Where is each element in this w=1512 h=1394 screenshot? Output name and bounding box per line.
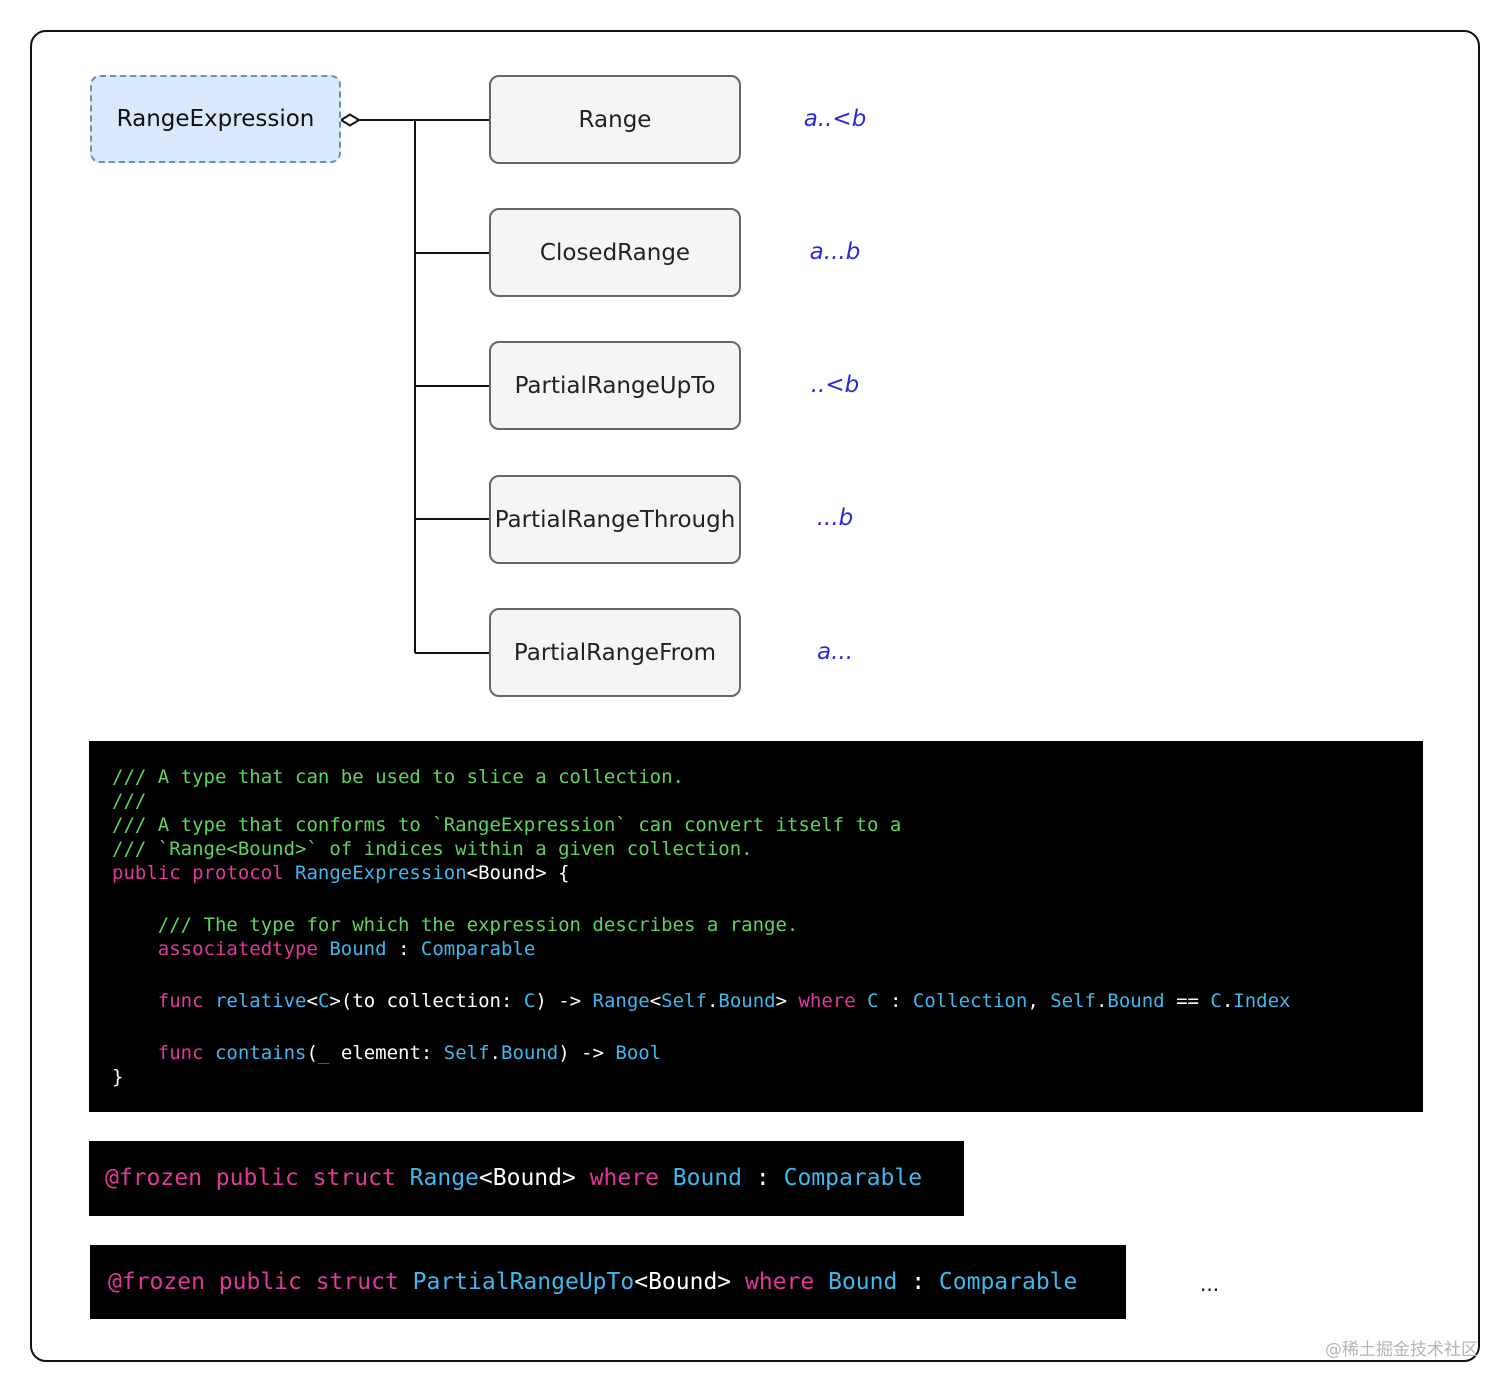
code-text: > (775, 990, 799, 1012)
code-func-relative: func relative<C>(to collection: C) -> Ra… (112, 989, 1423, 1013)
code-keyword: _ (317, 1042, 330, 1064)
syntax-partialrangeupto: ..<b (810, 372, 860, 398)
code-type: C (867, 990, 879, 1012)
node-partialrangeupto: PartialRangeUpTo (489, 341, 741, 430)
code-text: ) -> (558, 1042, 616, 1064)
code-type: Bool (615, 1042, 662, 1064)
code-type: Bound (1107, 990, 1165, 1012)
code-text: : (897, 1269, 939, 1295)
code-text: element: (329, 1042, 444, 1064)
code-text: : (386, 938, 421, 960)
code-closing-brace: } (112, 1066, 124, 1088)
code-block-rangeexpression: /// A type that can be used to slice a c… (89, 741, 1423, 1112)
code-type: Bound (828, 1269, 898, 1295)
code-type: Range (409, 1165, 479, 1191)
watermark: @稀土掘金技术社区 (1325, 1340, 1478, 1360)
node-partialrangethrough: PartialRangeThrough (489, 475, 741, 564)
code-text: <Bound> (478, 1165, 590, 1191)
code-keyword: @frozen public struct (105, 1165, 396, 1191)
code-text: : (878, 990, 913, 1012)
syntax-range: a..<b (803, 106, 867, 132)
code-protocol-declaration: public protocol RangeExpression<Bound> { (112, 861, 1423, 885)
code-text: ( (306, 1042, 318, 1064)
syntax-partialrangethrough: ...b (816, 505, 854, 531)
code-func-contains: func contains(_ element: Self.Bound) -> … (112, 1041, 1423, 1065)
more-ellipsis: ... (1200, 1272, 1220, 1296)
code-type: Bound (718, 990, 776, 1012)
code-comment: /// `Range<Bound>` of indices within a g… (112, 838, 753, 860)
code-text: < (306, 990, 318, 1012)
code-type: RangeExpression (295, 862, 467, 884)
code-keyword: func (112, 990, 204, 1012)
node-range: Range (489, 75, 741, 164)
code-type: PartialRangeUpTo (412, 1269, 635, 1295)
code-text: , (1027, 990, 1051, 1012)
code-text: >(to collection: (329, 990, 524, 1012)
code-type: C (1210, 990, 1222, 1012)
code-comment: /// (112, 790, 147, 812)
aggregation-diamond-icon (339, 113, 361, 127)
code-type: Bound (501, 1042, 559, 1064)
node-partialrangefrom: PartialRangeFrom (489, 608, 741, 697)
code-type: Self (661, 990, 707, 1012)
code-keyword: where (745, 1269, 815, 1295)
code-type: Bound (672, 1165, 743, 1191)
code-type: Comparable (783, 1165, 923, 1191)
code-comment: /// A type that can be used to slice a c… (112, 766, 684, 788)
code-comment: /// A type that conforms to `RangeExpres… (112, 814, 902, 836)
code-type: Comparable (938, 1269, 1078, 1295)
code-block-partialrangeupto: @frozen public struct PartialRangeUpTo<B… (90, 1245, 1126, 1319)
code-text: . (1221, 990, 1234, 1012)
syntax-partialrangefrom: a... (816, 639, 854, 665)
code-associatedtype: associatedtype Bound : Comparable (112, 937, 1423, 961)
code-text: <Bound> (634, 1269, 745, 1295)
code-type: Range (592, 990, 650, 1012)
code-keyword: associatedtype (112, 938, 318, 960)
code-type: C (317, 990, 330, 1012)
code-type: Self (443, 1042, 490, 1064)
code-text: <Bound> { (466, 862, 570, 884)
code-text: == (1164, 990, 1211, 1012)
code-type: Collection (912, 990, 1028, 1012)
code-func-name: contains (214, 1042, 307, 1064)
code-type: Comparable (420, 938, 536, 960)
code-comment: /// The type for which the expression de… (112, 914, 799, 936)
node-closedrange: ClosedRange (489, 208, 741, 297)
hierarchy-connectors (339, 113, 489, 654)
syntax-closedrange: a...b (809, 239, 861, 265)
code-text: < (649, 990, 662, 1012)
code-text: ) -> (535, 990, 593, 1012)
diagram-frame (30, 30, 1480, 1362)
code-text: . (1095, 990, 1108, 1012)
code-keyword: public protocol (112, 862, 284, 884)
node-rangeexpression: RangeExpression (90, 75, 341, 163)
code-text (856, 990, 867, 1012)
code-text: . (489, 1042, 501, 1064)
code-block-range: @frozen public struct Range<Bound> where… (89, 1141, 964, 1216)
code-text: . (706, 990, 719, 1012)
code-keyword: func (112, 1042, 204, 1064)
code-type: Bound (329, 938, 387, 960)
code-func-name: relative (214, 990, 307, 1012)
code-text: : (742, 1165, 784, 1191)
code-type: Index (1233, 990, 1291, 1012)
code-keyword: where (798, 990, 856, 1012)
code-keyword: @frozen public struct (108, 1269, 399, 1295)
code-type: Self (1050, 990, 1096, 1012)
code-keyword: where (589, 1165, 659, 1191)
code-type: C (523, 990, 536, 1012)
